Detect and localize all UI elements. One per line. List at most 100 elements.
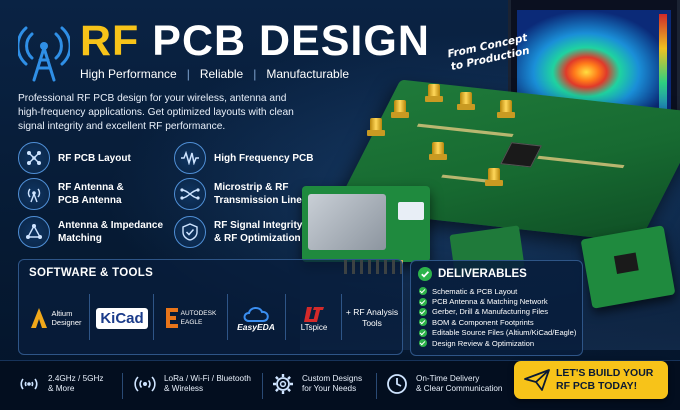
divider	[122, 373, 123, 399]
rf-module-image	[302, 186, 430, 274]
wifi-signal-icon	[16, 371, 42, 397]
footer-text: On-Time Delivery & Clear Communication	[416, 373, 503, 394]
feature-label: RF PCB Layout	[58, 152, 131, 164]
intro-text: Professional RF PCB design for your wire…	[18, 93, 294, 133]
feature-label: High Frequency PCB	[214, 152, 314, 164]
rf-shield-can	[308, 194, 386, 250]
tool-rf-analysis: + RF Analysis Tools	[343, 288, 401, 348]
triangle-network-icon	[18, 216, 50, 248]
rf-chip	[500, 142, 542, 168]
sma-connector	[425, 84, 443, 102]
divider	[341, 294, 342, 340]
feature-label: RF Antenna & PCB Antenna	[58, 182, 124, 206]
broadcast-icon	[132, 371, 158, 397]
clock-icon	[384, 371, 410, 397]
divider	[153, 294, 154, 340]
tool-name: KiCad	[100, 309, 144, 327]
sma-connector	[429, 142, 447, 160]
shield-check-icon	[174, 216, 206, 248]
paper-plane-icon	[524, 369, 550, 391]
feature-microstrip: Microstrip & RF Transmission Line	[174, 178, 302, 210]
check-icon	[419, 307, 427, 316]
transmission-line-icon	[174, 178, 206, 210]
check-icon	[419, 287, 427, 296]
tagline: High Performance | Reliable | Manufactur…	[80, 67, 349, 81]
tool-easyeda: EasyEDA	[231, 288, 281, 348]
list-item: BOM & Component Footprints	[419, 317, 576, 327]
footer-custom: Custom Designs for Your Needs	[270, 371, 362, 397]
easyeda-logo	[243, 306, 269, 322]
altium-logo	[31, 308, 48, 328]
item-text: Gerber, Drill & Manufacturing Files	[432, 307, 549, 317]
tagline-item: Reliable	[199, 67, 244, 81]
feature-label: Microstrip & RF Transmission Line	[214, 182, 302, 206]
footer-delivery: On-Time Delivery & Clear Communication	[384, 371, 502, 397]
sma-connector	[457, 92, 475, 110]
item-text: PCB Antenna & Matching Network	[432, 297, 548, 307]
divider: |	[253, 67, 257, 81]
check-icon	[419, 328, 427, 337]
software-tools-panel: SOFTWARE & TOOLS Altium Designer KiCad A…	[18, 259, 403, 355]
item-text: Design Review & Optimization	[432, 338, 535, 348]
tagline-item: Manufacturable	[266, 67, 350, 81]
feature-label: Antenna & Impedance Matching	[58, 220, 164, 244]
tagline-item: High Performance	[80, 67, 177, 81]
divider	[376, 373, 377, 399]
color-scale-bar	[659, 14, 667, 117]
deliverables-heading: DELIVERABLES	[438, 268, 527, 280]
tool-name: Altium Designer	[51, 309, 82, 327]
tool-altium: Altium Designer	[27, 288, 85, 348]
divider	[285, 294, 286, 340]
tool-ltspice: LTspice	[289, 288, 339, 348]
divider	[262, 373, 263, 399]
check-icon	[419, 318, 427, 327]
feature-impedance-matching: Antenna & Impedance Matching	[18, 216, 163, 248]
item-text: Editable Source Files (Altium/KiCad/Eagl…	[432, 328, 577, 338]
sma-connector	[485, 168, 503, 186]
feature-label: RF Signal Integrity & RF Optimization	[214, 220, 303, 244]
cta-label: LET'S BUILD YOUR RF PCB TODAY!	[556, 367, 654, 392]
footer-wireless: LoRa / Wi-Fi / Bluetooth & Wireless	[132, 371, 251, 397]
gear-icon	[270, 371, 296, 397]
software-heading: SOFTWARE & TOOLS	[29, 267, 154, 279]
item-text: BOM & Component Footprints	[432, 317, 534, 327]
feature-rf-pcb-layout: RF PCB Layout	[18, 142, 131, 174]
eagle-logo	[165, 308, 178, 328]
footer-text: Custom Designs for Your Needs	[302, 373, 363, 394]
item-text: Schematic & PCB Layout	[432, 286, 518, 296]
tool-name: EasyEDA	[237, 321, 275, 332]
sma-connector	[497, 100, 515, 118]
antenna-tower-icon	[18, 178, 50, 210]
divider: |	[186, 67, 190, 81]
check-icon	[419, 339, 427, 348]
feature-rf-antenna: RF Antenna & PCB Antenna	[18, 178, 124, 210]
usb-connector	[398, 202, 424, 220]
check-circle-icon	[418, 267, 432, 281]
sensor-pcb-image	[580, 225, 676, 309]
kicad-logo: KiCad	[96, 307, 148, 329]
list-item: Design Review & Optimization	[419, 338, 576, 348]
waveform-icon	[174, 142, 206, 174]
list-item: Editable Source Files (Altium/KiCad/Eagl…	[419, 328, 576, 338]
check-icon	[419, 297, 427, 306]
divider	[227, 294, 228, 340]
footer-text: 2.4GHz / 5GHz & More	[48, 373, 104, 394]
deliverables-panel: DELIVERABLES Schematic & PCB Layout PCB …	[410, 260, 583, 356]
footer-frequency: 2.4GHz / 5GHz & More	[16, 371, 104, 397]
list-item: Schematic & PCB Layout	[419, 286, 576, 296]
feature-high-frequency-pcb: High Frequency PCB	[174, 142, 313, 174]
page-title: RF PCB DESIGN	[80, 18, 430, 64]
sma-connector	[367, 118, 385, 136]
list-item: Gerber, Drill & Manufacturing Files	[419, 307, 576, 317]
divider	[89, 294, 90, 340]
cta-button[interactable]: LET'S BUILD YOUR RF PCB TODAY!	[514, 361, 668, 399]
footer-text: LoRa / Wi-Fi / Bluetooth & Wireless	[164, 373, 251, 394]
tool-name: + RF Analysis Tools	[345, 307, 399, 328]
antenna-tower-icon	[18, 26, 70, 82]
tool-kicad: KiCad	[95, 288, 149, 348]
tool-eagle: AUTODESK EAGLE	[159, 288, 223, 348]
list-item: PCB Antenna & Matching Network	[419, 296, 576, 306]
title-rest: PCB DESIGN	[152, 17, 430, 65]
sma-connector	[391, 100, 409, 118]
feature-signal-integrity: RF Signal Integrity & RF Optimization	[174, 216, 302, 248]
